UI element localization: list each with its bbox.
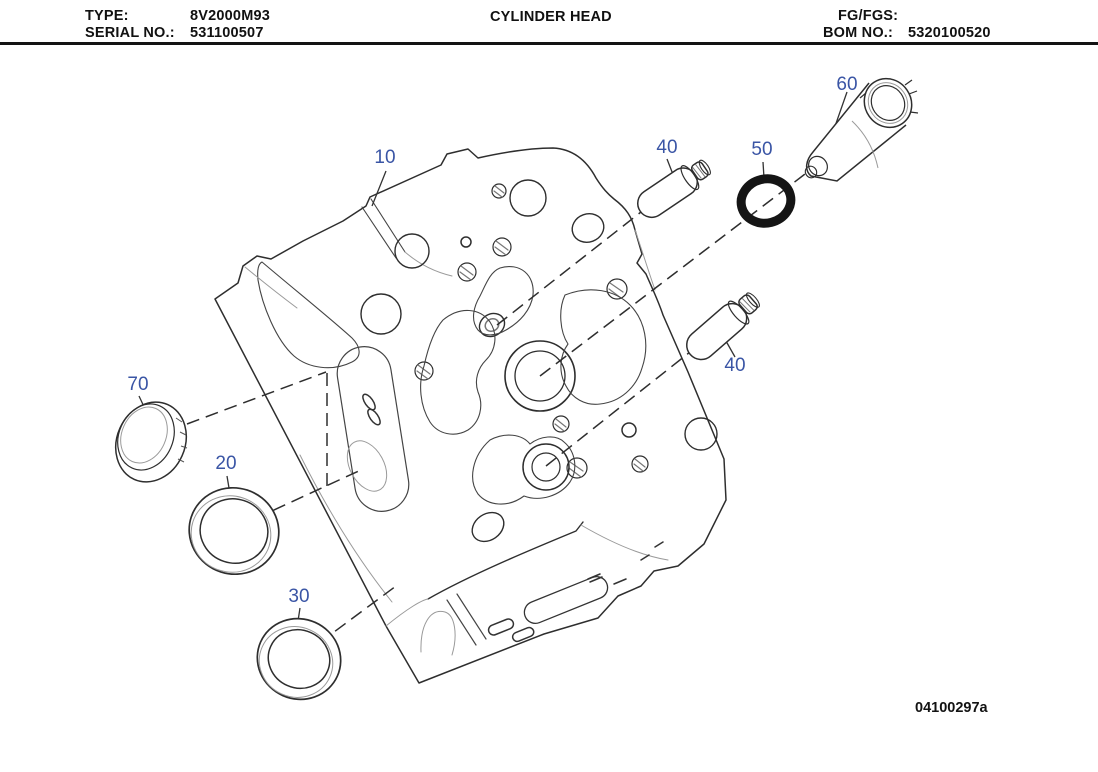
cylinder-head-drawing [214, 147, 727, 684]
valve-guide-upper-part [637, 159, 711, 219]
leader-20 [226, 475, 230, 489]
injector-sleeve-part [804, 77, 919, 182]
callout-70[interactable]: 70 [127, 374, 148, 395]
o-ring-part [736, 174, 796, 228]
page-title: CYLINDER HEAD [490, 9, 612, 25]
callout-20[interactable]: 20 [215, 453, 236, 474]
type-value: 8V2000M93 [190, 8, 270, 24]
callout-50[interactable]: 50 [751, 139, 772, 160]
callout-40-lower[interactable]: 40 [724, 355, 745, 376]
bom-label: BOM NO.: [823, 25, 894, 41]
hidden-axis-dashed-lines [186, 170, 810, 656]
seal-ring-20-part [188, 486, 280, 576]
callout-10[interactable]: 10 [374, 147, 395, 168]
leader-70-dashed [186, 371, 327, 425]
leader-10 [371, 170, 387, 207]
axis-lower-guide [545, 351, 691, 467]
seal-ring-30-part [256, 617, 342, 701]
axis-injector [539, 170, 810, 377]
serial-value: 531100507 [190, 25, 264, 41]
callout-40-upper[interactable]: 40 [656, 137, 677, 158]
bom-value: 5320100520 [908, 25, 991, 41]
callout-60[interactable]: 60 [836, 74, 857, 95]
cup-plug-part [114, 401, 188, 483]
header-divider [0, 42, 1098, 45]
axis-upper-guide [496, 211, 642, 326]
drawing-number: 04100297a [915, 700, 989, 716]
valve-guide-lower-part [685, 292, 760, 361]
fg-label: FG/FGS: [838, 8, 899, 24]
type-label: TYPE: [85, 8, 129, 24]
serial-label: SERIAL NO.: [85, 25, 175, 41]
callout-30[interactable]: 30 [288, 586, 309, 607]
